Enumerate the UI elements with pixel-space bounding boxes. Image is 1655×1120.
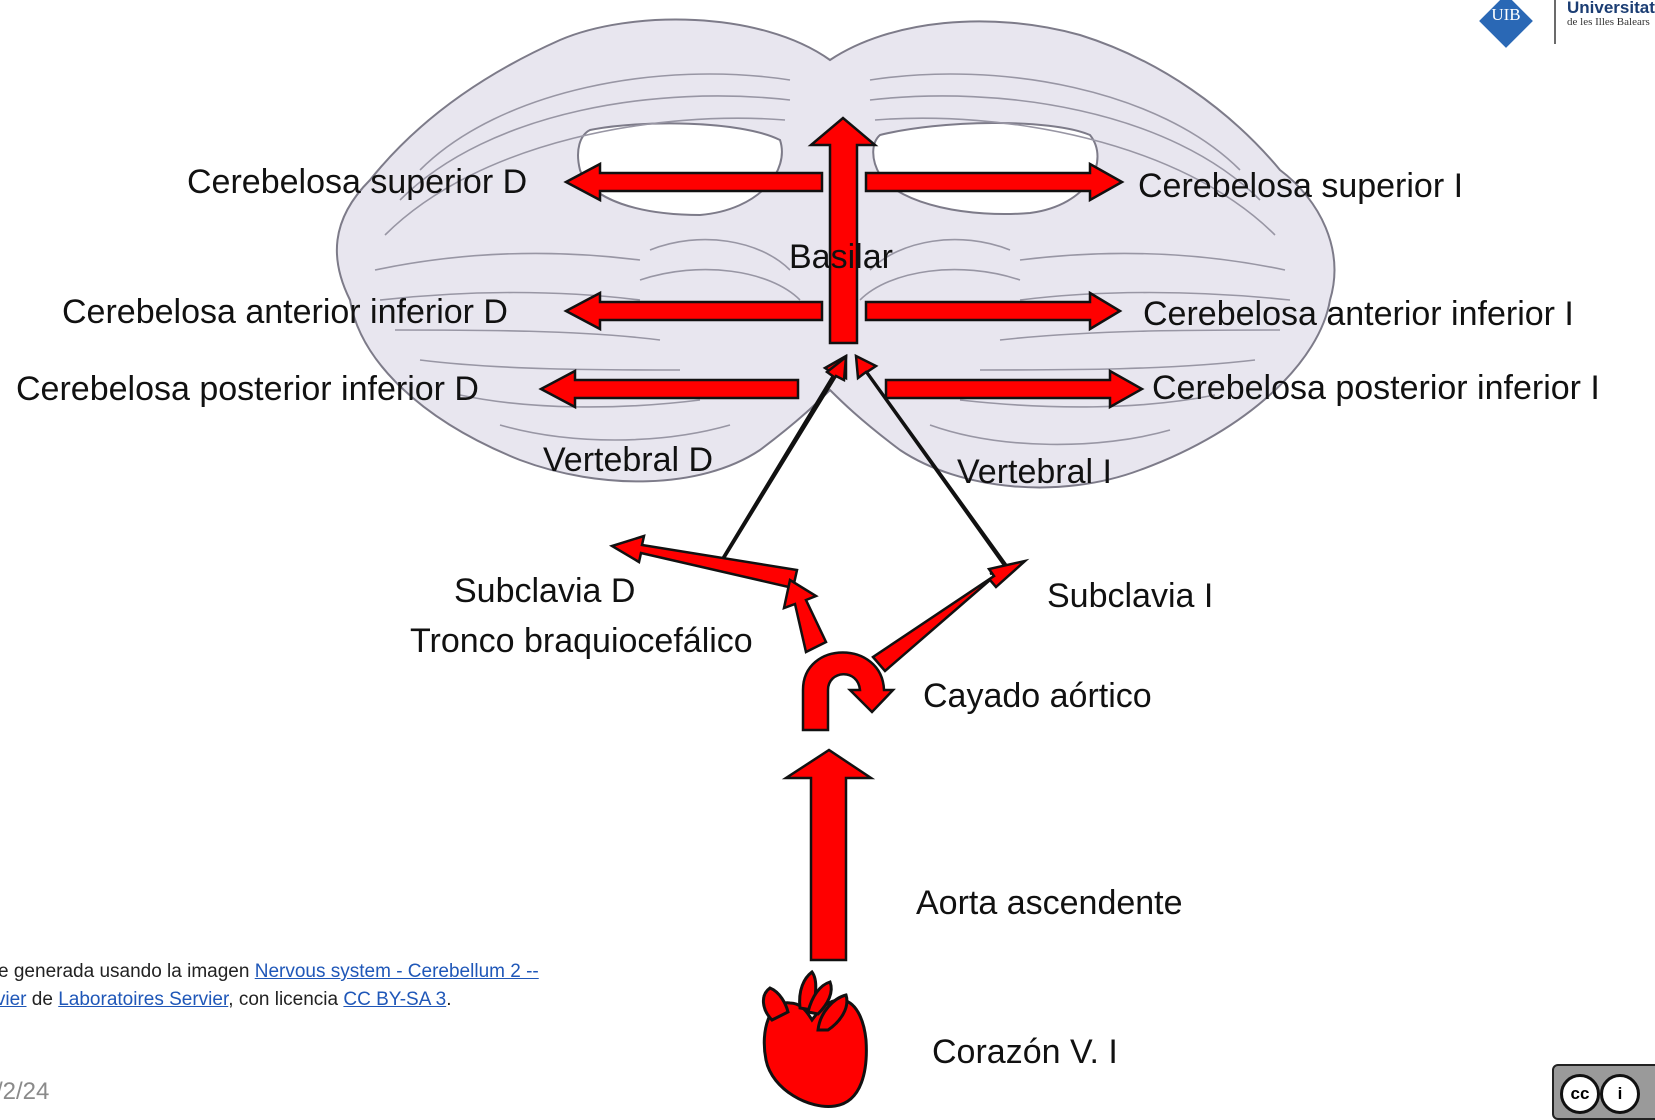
credit-image-link-2[interactable]: -Servier [0,989,27,1010]
label-basilar: Basilar [789,238,893,276]
uib-badge-text: UIB [1491,5,1521,25]
cc-license-badge: cc i [1552,1064,1655,1120]
heart-icon [763,972,866,1107]
credit-prefix: ra fue generada usando la imagen [0,961,249,982]
slide-date: /2/24 [0,1078,49,1106]
label-subclavia-d: Subclavia D [454,572,635,610]
logo-subtitle: de les Illes Balears [1567,16,1650,28]
logo-divider [1554,0,1556,44]
label-cerebelosa-superior-d: Cerebelosa superior D [187,163,527,201]
credit-suffix: . [446,989,451,1010]
label-vertebral-i: Vertebral I [957,453,1112,491]
subclavia-d-arrow [612,536,797,588]
label-subclavia-i: Subclavia I [1047,577,1213,615]
credit-license-link[interactable]: CC BY-SA 3 [343,989,446,1010]
label-cerebelosa-superior-i: Cerebelosa superior I [1138,167,1463,205]
label-cayado-aortico: Cayado aórtico [923,677,1152,715]
label-vertebral-d: Vertebral D [543,441,713,479]
credit-image-link[interactable]: Nervous system - Cerebellum 2 -- [255,961,539,982]
label-cerebelosa-posterior-inferior-d: Cerebelosa posterior inferior D [16,370,479,408]
label-corazon: Corazón V. I [932,1033,1118,1071]
aorta-ascendente-arrow [786,750,871,960]
label-aorta-ascendente: Aorta ascendente [916,884,1183,922]
credit-mid2: , con licencia [228,989,338,1010]
label-tronco-braquiocefalico: Tronco braquiocefálico [410,622,753,660]
tronco-braquiocefalico-arrow [784,580,826,652]
label-cerebelosa-anterior-inferior-i: Cerebelosa anterior inferior I [1143,295,1574,333]
cc-icon: cc [1560,1074,1600,1114]
credit-mid: de [32,989,53,1010]
image-credit: ra fue generada usando la imagen Nervous… [0,958,680,1014]
label-cerebelosa-anterior-inferior-d: Cerebelosa anterior inferior D [62,293,508,331]
by-icon: i [1600,1074,1640,1114]
uib-logo: UIB Universitat de les Illes Balears [1482,0,1655,50]
label-cerebelosa-posterior-inferior-i: Cerebelosa posterior inferior I [1152,369,1600,407]
credit-author-link[interactable]: Laboratoires Servier [58,989,228,1010]
subclavia-i-arrow [873,561,1025,671]
